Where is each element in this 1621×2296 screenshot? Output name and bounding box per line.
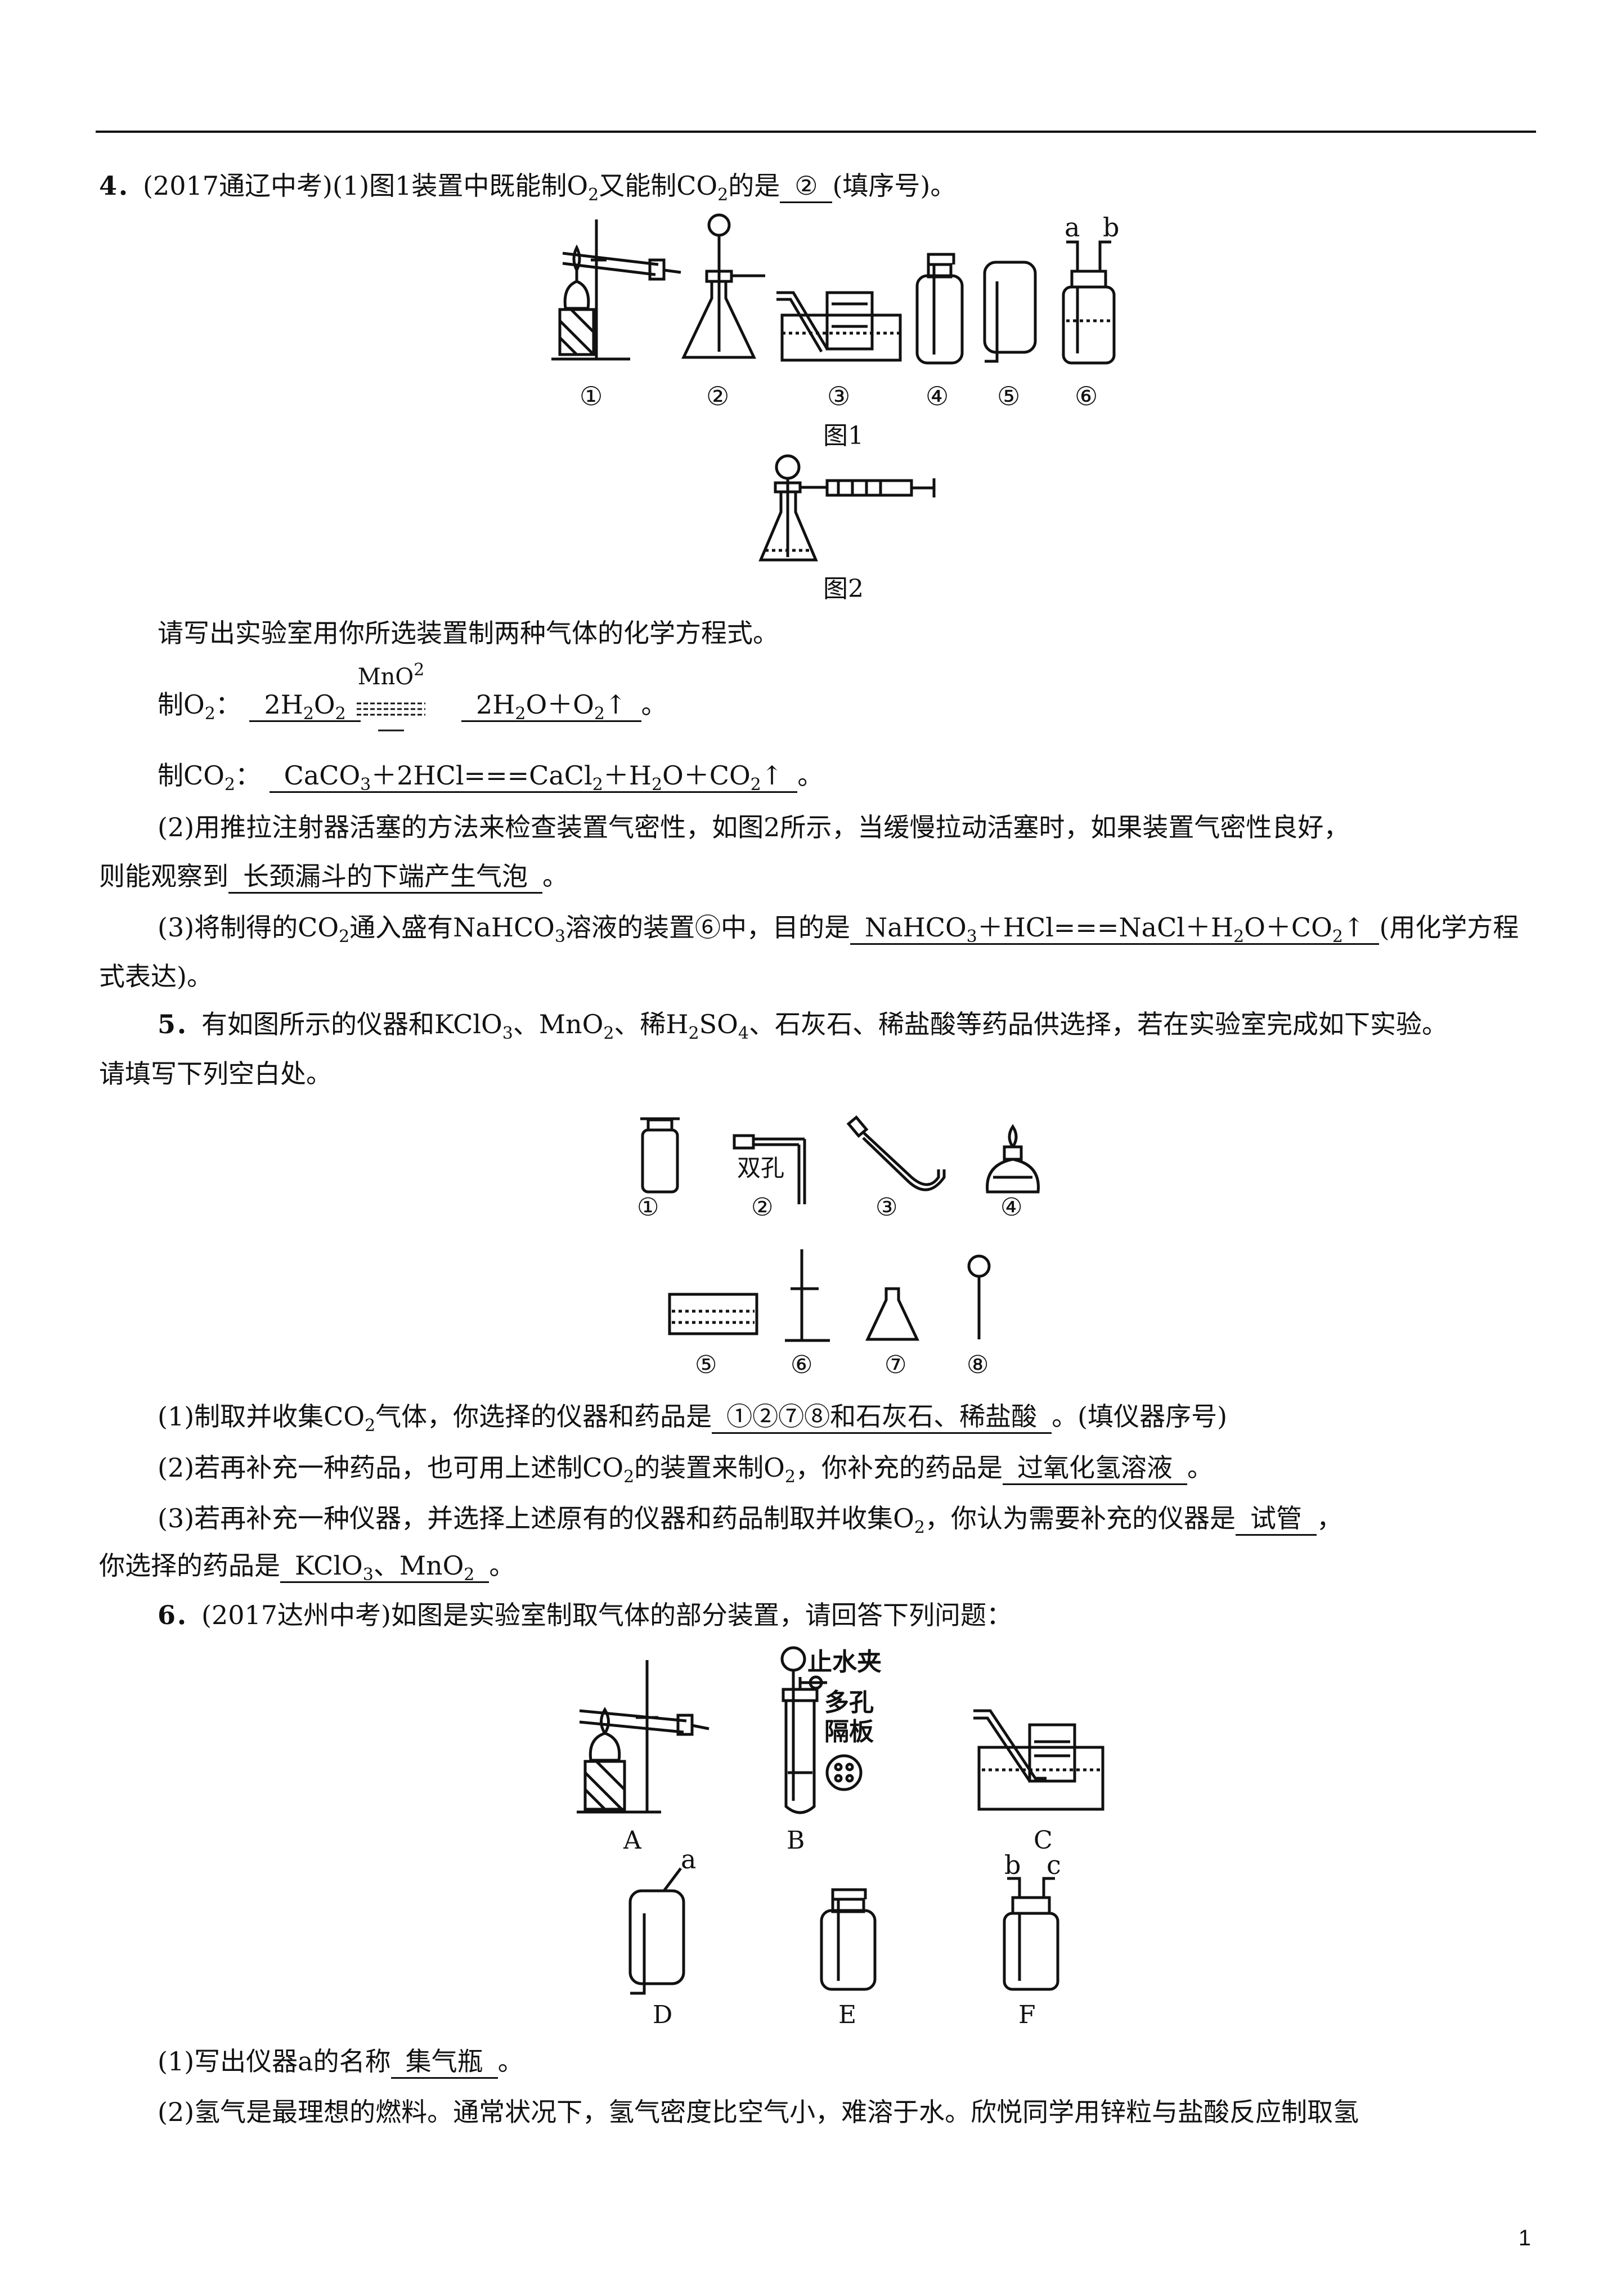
figure-2-syringe-check xyxy=(758,454,936,562)
q6-label-B: B xyxy=(787,1826,805,1855)
q5-answer-2: 过氧化氢溶液 xyxy=(1002,1452,1187,1485)
instrument-8-long-neck-funnel xyxy=(967,1254,991,1339)
q5-answer-3: 试管 xyxy=(1235,1503,1317,1536)
figure-1-apparatus: a b ① ② ③ ④ ⑤ ⑥ xyxy=(551,212,1119,411)
q5-instruments-row1: 双孔 xyxy=(640,1115,1040,1204)
q6-answer-1: 集气瓶 xyxy=(390,2046,498,2079)
apparatus-1-heating xyxy=(551,219,681,361)
apparatus-A-heating xyxy=(577,1660,710,1814)
q4-o2-rhs: 2H2O＋O2↑ xyxy=(461,689,641,723)
q5-answer-4: KClO3、MnO2 xyxy=(280,1550,490,1584)
instrument-4-alcohol-lamp xyxy=(986,1124,1040,1194)
instrument-5-water-trough xyxy=(668,1293,758,1335)
q4-answer-3: NaHCO3＋HCl===NaCl＋H2O＋CO2↑ xyxy=(850,912,1380,945)
q5-part2: (2)若再补充一种药品，也可用上述制CO2的装置来制O2，你补充的药品是过氧化氢… xyxy=(158,1452,1213,1487)
instrument-3-bent-tube xyxy=(846,1115,946,1191)
figure-1-caption: 图1 xyxy=(823,421,864,450)
header-rule xyxy=(96,131,1536,133)
figure-2-caption: 图2 xyxy=(823,575,864,603)
fig1-mark-a: a xyxy=(1065,212,1080,243)
fig1-label-1: ① xyxy=(580,381,603,411)
q5-part3-line1: (3)若再补充一种仪器，并选择上述原有的仪器和药品制取并收集O2，你认为需要补充… xyxy=(158,1503,1342,1537)
q5-label-8: ⑧ xyxy=(967,1351,989,1379)
q6-number: 6． xyxy=(158,1600,202,1630)
fig1-label-5: ⑤ xyxy=(997,381,1020,411)
q4-co2-equation: 制CO2： CaCO3＋2HCl===CaCl2＋H2O＋CO2↑。 xyxy=(158,760,824,795)
q4-part3-line2: 式表达)。 xyxy=(99,961,213,992)
q4-co2-answer: CaCO3＋2HCl===CaCl2＋H2O＋CO2↑ xyxy=(269,760,798,793)
q4-answer-1: ② xyxy=(780,170,833,203)
fig6-mark-b: b xyxy=(1004,1850,1021,1880)
q6-label-C: C xyxy=(1034,1826,1053,1855)
apparatus-2-flask-funnel xyxy=(681,213,765,359)
q6-label-E: E xyxy=(838,2001,857,2029)
apparatus-F-wash-bottle xyxy=(1003,1877,1059,1991)
porous-plate-label-b: 隔板 xyxy=(824,1717,874,1746)
q4-number: 4． xyxy=(99,171,143,201)
q4-answer-2: 长颈漏斗的下端产生气泡 xyxy=(228,860,542,894)
q6-label-D: D xyxy=(653,2001,673,2029)
fig1-label-4: ④ xyxy=(926,381,949,411)
q4-o2-catalyst: MnO2 xyxy=(357,660,425,690)
stopcock-label: 止水夹 xyxy=(807,1648,882,1676)
fig1-label-6: ⑥ xyxy=(1075,381,1098,411)
q5-label-4: ④ xyxy=(1000,1193,1023,1222)
q6-part1: (1)写出仪器a的名称集气瓶。 xyxy=(158,2044,524,2079)
apparatus-4-bottle xyxy=(915,253,964,365)
q6-label-A: A xyxy=(623,1826,641,1855)
q5-intro-line2: 请填写下列空白处。 xyxy=(99,1059,332,1089)
q5-intro-line1: 5．有如图所示的仪器和KClO3、MnO2、稀H2SO4、石灰石、稀盐酸等药品供… xyxy=(158,1009,1448,1043)
q5-label-5: ⑤ xyxy=(695,1351,717,1379)
q5-label-7: ⑦ xyxy=(884,1351,907,1379)
fig6-mark-a: a xyxy=(681,1844,696,1875)
q4-prompt: 请写出实验室用你所选装置制两种气体的化学方程式。 xyxy=(158,618,779,648)
q6-intro: 6．(2017达州中考)如图是实验室制取气体的部分装置，请回答下列问题： xyxy=(158,1600,1012,1630)
q6-source: (2017达州中考) xyxy=(201,1600,391,1630)
apparatus-B-test-tube xyxy=(780,1646,863,1814)
q6-label-F: F xyxy=(1018,2001,1036,2029)
q5-label-2: ② xyxy=(751,1193,774,1222)
q4-part2-line1: (2)用推拉注射器活塞的方法来检查装置气密性，如图2所示，当缓慢拉动活塞时，如果… xyxy=(158,812,1350,842)
q5-answer-1: ①②⑦⑧和石灰石、稀盐酸 xyxy=(712,1401,1052,1434)
apparatus-C-water-trough xyxy=(973,1709,1104,1811)
q6-apparatus-row2: a b c xyxy=(628,1844,1061,1995)
instrument-6-iron-stand xyxy=(785,1249,830,1342)
q4-source: (2017通辽中考) xyxy=(143,171,333,201)
stopper-label: 双孔 xyxy=(737,1154,784,1182)
q4-o2-reaction-arrow xyxy=(357,702,425,732)
q5-number: 5． xyxy=(158,1009,202,1039)
apparatus-D-inverted-bottle xyxy=(628,1867,685,1995)
q4-o2-lhs: 2H2O2 xyxy=(249,689,361,723)
apparatus-E-gas-bottle xyxy=(820,1888,877,1991)
instrument-7-conical-flask xyxy=(865,1287,919,1341)
fig1-mark-b: b xyxy=(1103,212,1119,243)
q6-apparatus-row1: 止水夹 多孔 隔板 xyxy=(577,1646,1104,1814)
q5-instruments-row2 xyxy=(668,1249,991,1342)
q4-part2-line2: 则能观察到长颈漏斗的下端产生气泡。 xyxy=(99,859,568,894)
page-number: 1 xyxy=(1518,2226,1531,2250)
instrument-2-stopper-tube: 双孔 xyxy=(733,1134,806,1204)
fig1-label-2: ② xyxy=(706,381,729,411)
q5-label-3: ③ xyxy=(875,1193,898,1222)
q5-label-6: ⑥ xyxy=(791,1351,813,1379)
q4-o2-equation: 制O2： 2H2O2 2H2O＋O2↑。 xyxy=(158,689,667,724)
q5-label-1: ① xyxy=(637,1193,659,1222)
instrument-1-gas-jar xyxy=(640,1117,680,1194)
apparatus-6-wash-bottle xyxy=(1062,240,1116,365)
fig6-mark-c: c xyxy=(1047,1850,1061,1880)
porous-plate-label-a: 多孔 xyxy=(824,1688,874,1717)
apparatus-3-water-trough xyxy=(776,291,902,362)
q6-part2: (2)氢气是最理想的燃料。通常状况下，氢气密度比空气小，难溶于水。欣悦同学用锌粒… xyxy=(158,2097,1359,2127)
fig1-label-3: ③ xyxy=(827,381,850,411)
apparatus-5-inverted-bottle xyxy=(983,261,1037,363)
